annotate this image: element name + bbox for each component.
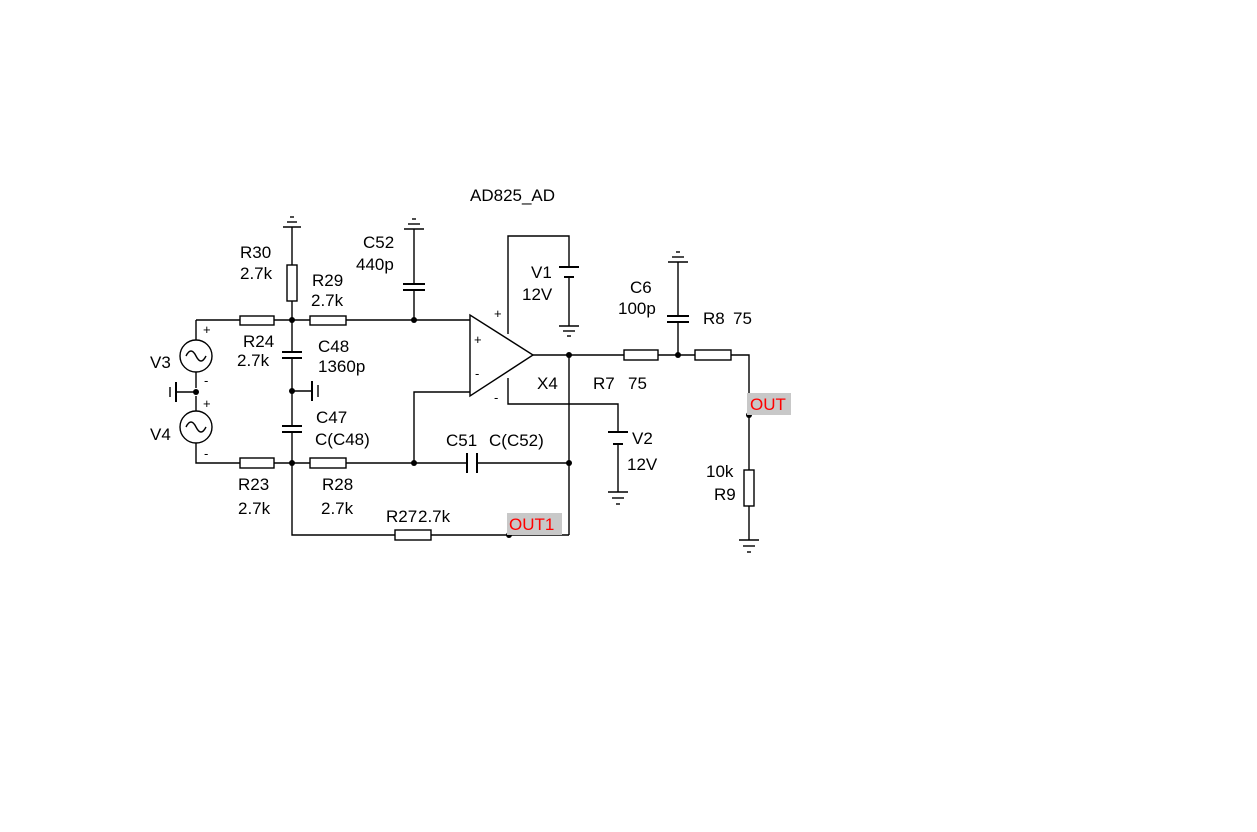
c48-ref: C48 xyxy=(318,337,349,356)
v3-minus-sign: - xyxy=(204,373,208,388)
v1-ref: V1 xyxy=(531,263,552,282)
v2-ref: V2 xyxy=(632,429,653,448)
batteries xyxy=(559,266,628,445)
probe-out1-label: OUT1 xyxy=(509,515,554,534)
resistor-r29 xyxy=(309,315,347,326)
battery-v1 xyxy=(559,266,579,278)
ground-symbol-c52 xyxy=(404,218,424,230)
opamp-ref-label: X4 xyxy=(537,374,558,393)
r28-value: 2.7k xyxy=(321,499,354,518)
opamp-x4 xyxy=(469,313,535,398)
resistor-r30 xyxy=(286,264,298,302)
ac-source-v3 xyxy=(179,339,213,373)
r28-ref: R28 xyxy=(322,475,353,494)
opamp-plus-sign: + xyxy=(474,332,482,347)
r29-value: 2.7k xyxy=(311,291,344,310)
v4-plus-sign: + xyxy=(203,396,211,411)
ground-symbol-caps xyxy=(311,381,319,401)
c48-value: 1360p xyxy=(318,357,365,376)
capacitor-c47 xyxy=(282,425,302,433)
r30-ref: R30 xyxy=(240,243,271,262)
v2-value: 12V xyxy=(627,455,658,474)
opamp-vplus-sign: + xyxy=(494,306,502,321)
r27-value: 2.7k xyxy=(418,507,451,526)
c51-ref: C51 xyxy=(446,431,477,450)
capacitor-c6 xyxy=(667,315,689,323)
capacitor-c52 xyxy=(403,283,425,291)
ground-symbol-c6 xyxy=(668,251,688,263)
ac-sources xyxy=(179,339,213,444)
ac-source-v4 xyxy=(179,410,213,444)
r23-value: 2.7k xyxy=(238,499,271,518)
opamp-vminus-sign: - xyxy=(494,390,498,405)
c51-value: C(C52) xyxy=(489,431,544,450)
c47-value: C(C48) xyxy=(315,430,370,449)
ground-symbol-v1 xyxy=(559,325,579,337)
v4-ref: V4 xyxy=(150,425,171,444)
r23-ref: R23 xyxy=(238,475,269,494)
v1-value: 12V xyxy=(522,285,553,304)
resistor-r24 xyxy=(239,315,275,326)
v3-plus-sign: + xyxy=(203,322,211,337)
resistor-r8 xyxy=(694,349,732,361)
r24-value: 2.7k xyxy=(237,351,270,370)
ground-symbol-r9 xyxy=(739,539,759,553)
battery-v2 xyxy=(608,431,628,445)
r30-value: 2.7k xyxy=(240,264,273,283)
c6-value: 100p xyxy=(618,299,656,318)
resistors xyxy=(239,264,755,541)
v4-minus-sign: - xyxy=(204,446,208,461)
r9-value: 10k xyxy=(706,462,734,481)
resistor-r23 xyxy=(239,457,275,469)
capacitors xyxy=(282,283,689,473)
probe-out-bg xyxy=(747,393,791,415)
probe-out-label: OUT xyxy=(750,395,786,414)
c52-value: 440p xyxy=(356,255,394,274)
r7-ref: R7 xyxy=(593,374,615,393)
probe-out1-bg xyxy=(507,513,562,535)
capacitor-c48 xyxy=(282,351,302,359)
capacitor-c51 xyxy=(466,453,478,473)
r7-value: 75 xyxy=(628,374,647,393)
resistor-r9 xyxy=(743,469,755,507)
r29-ref: R29 xyxy=(312,271,343,290)
opamp-minus-sign: - xyxy=(475,366,479,381)
resistor-r28 xyxy=(309,457,347,469)
r27-ref: R27 xyxy=(386,507,417,526)
resistor-r27 xyxy=(394,529,432,541)
r24-ref: R24 xyxy=(243,332,274,351)
c6-ref: C6 xyxy=(630,278,652,297)
r8-ref: R8 xyxy=(703,309,725,328)
ground-symbol-sources xyxy=(169,382,196,402)
ground-symbol-r30 xyxy=(283,216,301,228)
c47-ref: C47 xyxy=(316,408,347,427)
grounds xyxy=(169,216,759,553)
opamp-model-label: AD825_AD xyxy=(470,186,555,205)
c52-ref: C52 xyxy=(363,233,394,252)
r8-value: 75 xyxy=(733,309,752,328)
resistor-r7 xyxy=(623,349,659,361)
r9-ref: R9 xyxy=(714,485,736,504)
v3-ref: V3 xyxy=(150,353,171,372)
labels: AD825_AD X4 + - + - R30 2.7k R29 2.7k R2… xyxy=(150,186,786,534)
ground-symbol-v2 xyxy=(608,491,628,505)
